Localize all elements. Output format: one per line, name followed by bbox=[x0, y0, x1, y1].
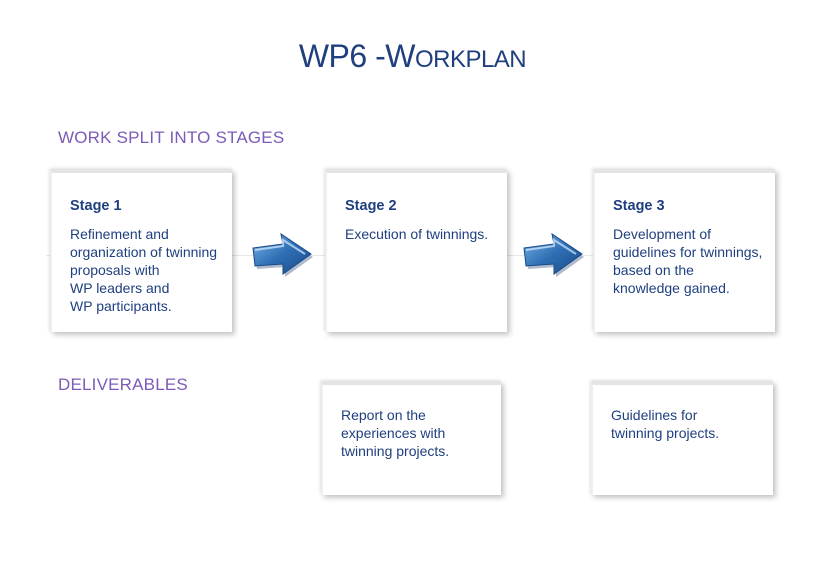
page-title: WP6 -WORKPLAN bbox=[298, 38, 527, 74]
stage-description: Refinement and organization of twinning … bbox=[70, 226, 218, 314]
stage-card-2: Stage 2 Execution of twinnings. bbox=[325, 169, 507, 332]
deliverable-description: Guidelines for twinning projects. bbox=[611, 407, 720, 441]
stage-card-1: Stage 1 Refinement and organization of t… bbox=[50, 169, 232, 332]
stage-card-3: Stage 3 Development of guidelines for tw… bbox=[593, 169, 775, 332]
right-arrow-icon bbox=[523, 232, 584, 277]
stage-description: Development of guidelines for twinnings,… bbox=[613, 226, 763, 296]
stage-heading: Stage 1 bbox=[70, 198, 122, 214]
stage-heading: Stage 3 bbox=[613, 198, 665, 214]
stages-section-label: WORK SPLIT INTO STAGES bbox=[58, 128, 285, 147]
deliverables-section-label: DELIVERABLES bbox=[58, 375, 188, 394]
deliverable-description: Report on the experiences with twinning … bbox=[341, 407, 450, 459]
deliverable-card-2: Guidelines for twinning projects. bbox=[591, 381, 773, 495]
stage-heading: Stage 2 bbox=[345, 198, 397, 214]
deliverable-card-1: Report on the experiences with twinning … bbox=[321, 381, 501, 495]
stage-description: Execution of twinnings. bbox=[345, 226, 489, 242]
right-arrow-icon bbox=[252, 232, 313, 277]
